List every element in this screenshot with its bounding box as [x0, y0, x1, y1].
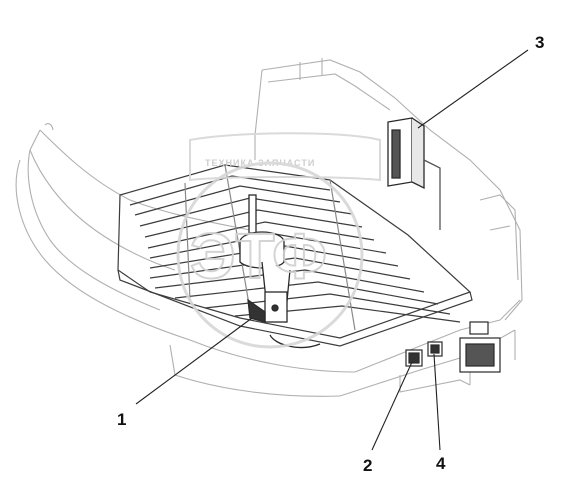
callout-1: 1 [117, 410, 126, 429]
leader-line-3 [417, 49, 529, 129]
leader-line-2 [371, 361, 413, 451]
callout-4: 4 [436, 454, 446, 473]
part-3-bracket [387, 117, 441, 230]
rear-sockets [405, 321, 501, 373]
watermark: ТЕХНИКА ЗАПЧАСТИ ЭТФ [176, 132, 381, 349]
callouts: 1 2 3 4 [117, 33, 544, 475]
callout-3: 3 [535, 33, 544, 52]
leader-lines [135, 49, 529, 451]
part-1-assembly [239, 194, 321, 349]
leader-line-4 [433, 353, 441, 451]
watermark-logo-text: ЭТФ [190, 220, 327, 292]
watermark-circle [176, 161, 364, 349]
callout-2: 2 [363, 456, 372, 475]
leader-line-1 [135, 317, 253, 405]
